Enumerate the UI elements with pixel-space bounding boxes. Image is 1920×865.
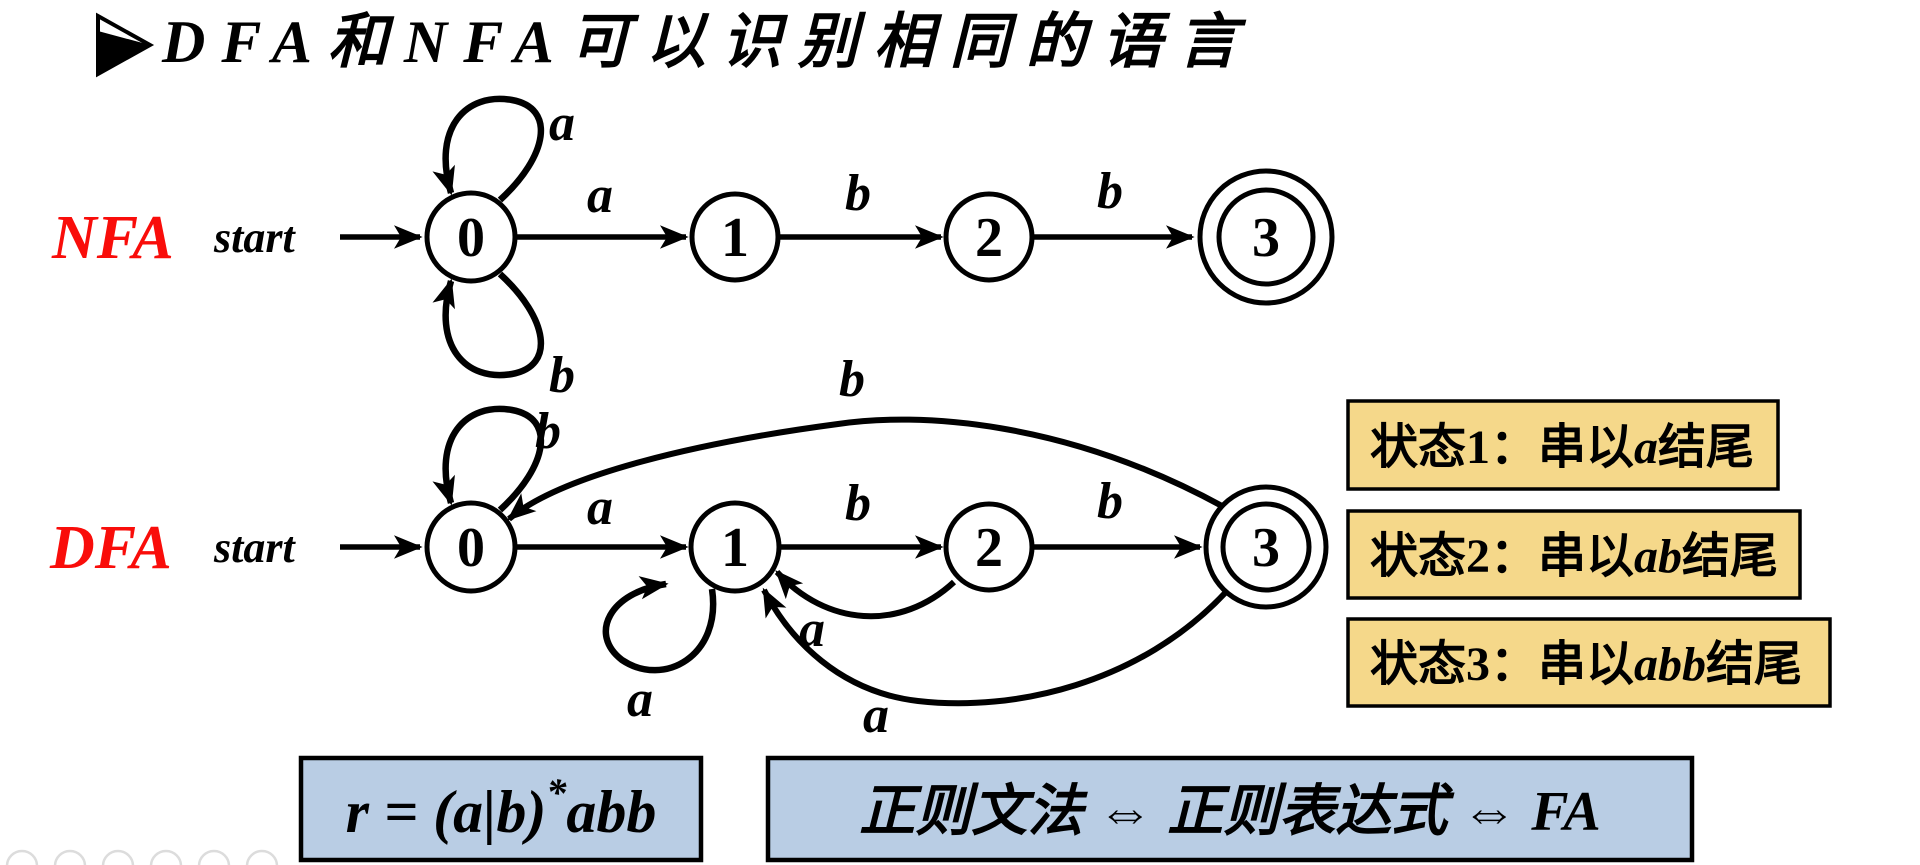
nfa-self-loop-a-on-0 bbox=[432, 95, 545, 203]
note-box-3 bbox=[1346, 617, 1832, 708]
note-box-1 bbox=[1346, 399, 1780, 491]
state-notes: 状态1：串以a结尾 状态2：串以ab结尾 状态3：串以abb结尾 bbox=[1346, 399, 1832, 708]
watermark-circle bbox=[101, 849, 135, 865]
dfa-self-loop-a-on-1 bbox=[602, 576, 717, 674]
nfa-state-3-inner-circle bbox=[1216, 187, 1316, 287]
note-1-text: 状态1：串以a结尾 bbox=[1370, 421, 1754, 474]
dfa-curve-2-1 bbox=[774, 569, 957, 620]
watermark-circle bbox=[245, 849, 279, 865]
note-2-text: 状态2：串以ab结尾 bbox=[1370, 530, 1778, 583]
dfa-state-0-circle bbox=[424, 500, 518, 594]
note-2-em: ab bbox=[1634, 530, 1682, 583]
formula-prefix: r = (a|b) bbox=[346, 779, 547, 845]
nfa-self-loop-a-label: a bbox=[549, 95, 575, 152]
dfa-state-1-label: 1 bbox=[721, 517, 749, 579]
watermark-circle bbox=[53, 849, 87, 865]
nfa-edge-1-2-label: b bbox=[845, 165, 871, 222]
equivalence-text: 正则文法 ⇔ 正则表达式 ⇔ FA bbox=[859, 781, 1601, 843]
note-box-2 bbox=[1346, 509, 1802, 600]
nfa-diagram: NFA start a b a b b 0 1 2 3 bbox=[51, 95, 1335, 404]
dfa-diagram: DFA start b a b b b a a a 0 1 2 3 bbox=[49, 351, 1329, 744]
dfa-self-loop-b-on-0 bbox=[432, 405, 545, 513]
nfa-state-1-circle bbox=[689, 191, 781, 283]
dfa-state-1-circle bbox=[688, 500, 782, 594]
dfa-edge-2-3-label: b bbox=[1097, 473, 1123, 530]
dfa-curve-3-0-label: b bbox=[839, 351, 865, 408]
dfa-state-3-inner-circle bbox=[1220, 501, 1312, 593]
dfa-state-2-label: 2 bbox=[975, 517, 1003, 579]
note-1-em: a bbox=[1634, 421, 1658, 474]
note-1-prefix: 状态1：串以 bbox=[1370, 421, 1634, 474]
watermark-circles bbox=[5, 849, 279, 865]
nfa-state-0-circle bbox=[424, 190, 518, 284]
formula-superscript: * bbox=[546, 770, 567, 815]
note-3-suffix: 结尾 bbox=[1706, 638, 1802, 691]
note-3-prefix: 状态3：串以 bbox=[1370, 638, 1634, 691]
formula-suffix: abb bbox=[566, 779, 656, 845]
note-2-prefix: 状态2：串以 bbox=[1370, 530, 1634, 583]
dfa-curve-3-0 bbox=[507, 416, 1224, 522]
equivalence-box-group: 正则文法 ⇔ 正则表达式 ⇔ FA bbox=[765, 755, 1695, 863]
nfa-edge-2-3-label: b bbox=[1097, 163, 1123, 220]
regex-formula-box: r = (a|b)*abb bbox=[298, 755, 704, 863]
watermark-circle bbox=[5, 849, 39, 865]
dfa-curve-3-1-label: a bbox=[863, 687, 889, 744]
nfa-label: NFA bbox=[51, 204, 174, 272]
nfa-edge-0-1-label: a bbox=[587, 167, 613, 224]
nfa-state-2-circle bbox=[943, 191, 1035, 283]
title-block: DFA和NFA可以识别相同的语言 bbox=[96, 9, 1254, 78]
dfa-state-3-label: 3 bbox=[1252, 517, 1280, 579]
nfa-state-0-label: 0 bbox=[457, 207, 485, 269]
dfa-state-2-circle bbox=[943, 501, 1035, 593]
dfa-self-loop-a-label: a bbox=[627, 671, 653, 728]
dfa-start-label: start bbox=[213, 523, 296, 572]
nfa-self-loop-b-on-0 bbox=[432, 271, 545, 379]
watermark-circle bbox=[197, 849, 231, 865]
note-2-suffix: 结尾 bbox=[1682, 530, 1778, 583]
dfa-self-loop-b-label: b bbox=[535, 403, 561, 460]
dfa-curve-3-1 bbox=[761, 587, 1229, 707]
formula-box bbox=[298, 755, 704, 863]
dfa-label: DFA bbox=[49, 514, 172, 582]
equivalence-box bbox=[765, 755, 1695, 863]
page-title: DFA和NFA可以识别相同的语言 bbox=[161, 9, 1254, 75]
nfa-start-label: start bbox=[213, 213, 296, 262]
dfa-state-0-label: 0 bbox=[457, 517, 485, 579]
note-3-em: abb bbox=[1634, 638, 1706, 691]
dfa-edge-1-2-label: b bbox=[845, 475, 871, 532]
nfa-state-2-label: 2 bbox=[975, 207, 1003, 269]
title-bullet-icon-fill bbox=[98, 31, 150, 74]
nfa-state-1-label: 1 bbox=[721, 207, 749, 269]
note-1-suffix: 结尾 bbox=[1658, 421, 1754, 474]
note-3-text: 状态3：串以abb结尾 bbox=[1370, 638, 1802, 691]
formula-text: r = (a|b)*abb bbox=[346, 770, 657, 845]
dfa-edge-0-1-label: a bbox=[587, 479, 613, 536]
watermark-circle bbox=[149, 849, 183, 865]
nfa-state-3-label: 3 bbox=[1252, 207, 1280, 269]
nfa-self-loop-b-label: b bbox=[549, 347, 575, 404]
